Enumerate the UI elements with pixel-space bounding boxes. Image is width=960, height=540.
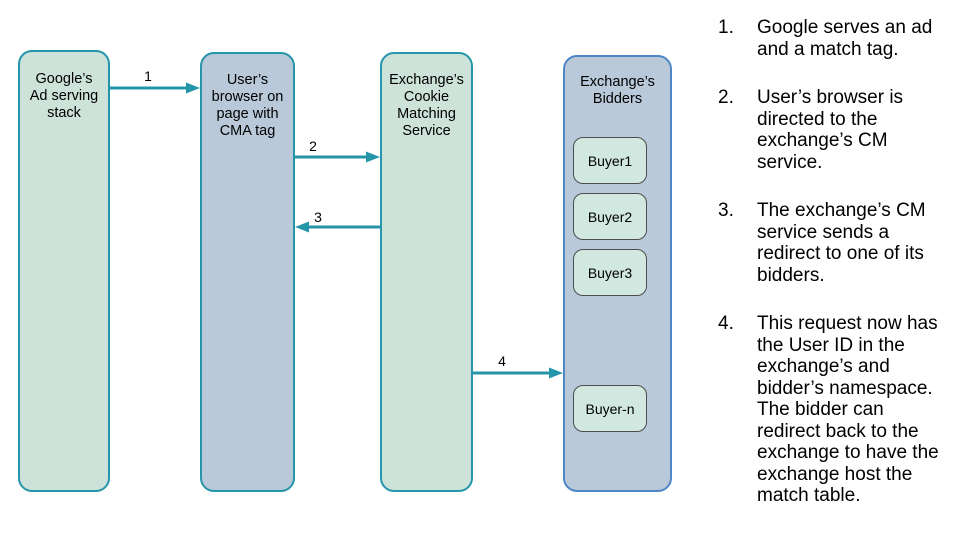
buyer-box-2-label: Buyer2 <box>587 208 633 225</box>
node-user-browser-label: User’s browser on page with CMA tag <box>211 72 284 139</box>
step-number: 1. <box>718 17 734 38</box>
arrow-4-label: 4 <box>498 353 506 369</box>
buyer-box-n: Buyer-n <box>573 385 647 432</box>
step-number: 2. <box>718 87 734 108</box>
buyer-box-1: Buyer1 <box>573 137 647 184</box>
node-exchange-bidders-label: Exchange’s Bidders <box>580 74 655 107</box>
buyer-box-3: Buyer3 <box>573 249 647 296</box>
arrow-3-left-icon <box>295 221 380 233</box>
node-google-ad-serving: Google’s Ad serving stack <box>18 50 110 492</box>
arrow-3-label: 3 <box>314 209 322 225</box>
buyer-box-1-label: Buyer1 <box>587 152 633 169</box>
arrow-1-right-icon <box>110 82 200 94</box>
step-text: Google serves an ad and a match tag. <box>757 17 933 60</box>
arrow-2-label: 2 <box>309 138 317 154</box>
step-number: 3. <box>718 200 734 221</box>
step-text: This request now has the User ID in the … <box>757 313 939 506</box>
step-text: User’s browser is directed to the exchan… <box>757 87 904 173</box>
steps-list: 1. Google serves an ad and a match tag. … <box>718 17 950 534</box>
buyer-box-3-label: Buyer3 <box>587 264 633 281</box>
buyer-box-n-label: Buyer-n <box>585 400 635 417</box>
step-item-1: 1. Google serves an ad and a match tag. <box>718 17 950 60</box>
node-exchange-cm-service: Exchange’s Cookie Matching Service <box>380 52 473 492</box>
step-text: The exchange’s CM service sends a redire… <box>757 200 926 286</box>
step-item-3: 3. The exchange’s CM service sends a red… <box>718 200 950 286</box>
node-google-ad-serving-label: Google’s Ad serving stack <box>29 71 99 121</box>
node-exchange-cm-service-label: Exchange’s Cookie Matching Service <box>389 72 464 139</box>
arrow-1-label: 1 <box>144 68 152 84</box>
arrow-4-right-icon <box>473 367 563 379</box>
step-item-4: 4. This request now has the User ID in t… <box>718 313 950 507</box>
buyer-box-2: Buyer2 <box>573 193 647 240</box>
node-user-browser: User’s browser on page with CMA tag <box>200 52 295 492</box>
step-item-2: 2. User’s browser is directed to the exc… <box>718 87 950 173</box>
step-number: 4. <box>718 313 734 334</box>
